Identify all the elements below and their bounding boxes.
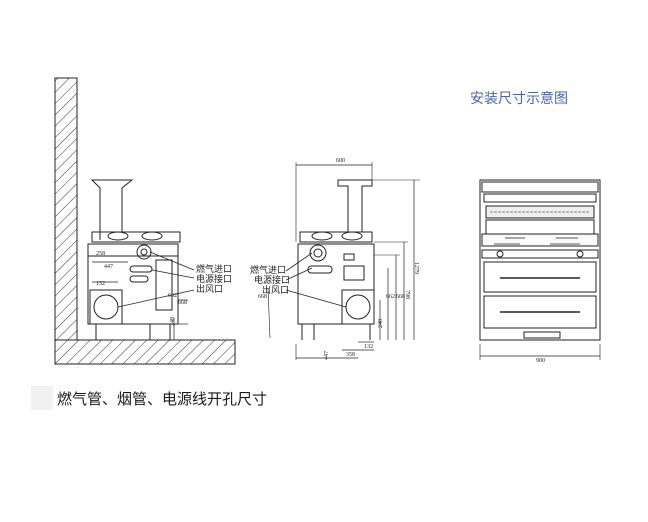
front-elevation-view bbox=[479, 179, 601, 360]
front-dim-447: 447 bbox=[324, 351, 330, 360]
side-label-air-outlet: 出风口 bbox=[196, 283, 223, 295]
side-dim-258: 258 bbox=[96, 251, 105, 257]
front-dim-668-right: 668 bbox=[396, 294, 405, 300]
elevation-dim-900: 900 bbox=[536, 358, 545, 364]
front-dim-248: 248 bbox=[378, 319, 384, 328]
caption: 燃气管、烟管、电源线开孔尺寸 bbox=[57, 390, 268, 408]
air-outlet-box bbox=[89, 289, 123, 325]
side-dim-447: 447 bbox=[104, 264, 113, 270]
front-dim-358: 358 bbox=[346, 352, 355, 358]
side-label-power-port: 电源接口 bbox=[196, 273, 232, 285]
side-section-view bbox=[54, 77, 236, 365]
front-dim-600: 600 bbox=[336, 158, 345, 164]
side-dim-132: 132 bbox=[96, 281, 105, 287]
side-label-gas-inlet: 燃气进口 bbox=[196, 263, 232, 275]
front-dim-132: 132 bbox=[364, 344, 373, 350]
side-dim-662: 662 bbox=[168, 293, 177, 299]
front-label-power-port: 电源接口 bbox=[254, 274, 290, 286]
front-label-air-outlet: 出风口 bbox=[262, 284, 289, 296]
front-dim-798: 798 bbox=[404, 290, 410, 299]
page-title: 安装尺寸示意图 bbox=[470, 91, 568, 107]
cabinet-body bbox=[87, 243, 179, 325]
front-dim-662: 662 bbox=[386, 294, 395, 300]
side-dim-248: 248 bbox=[170, 317, 176, 326]
range-hood bbox=[90, 179, 134, 233]
front-section-view bbox=[267, 162, 420, 360]
floor bbox=[54, 339, 236, 365]
side-dim-668: 668 bbox=[178, 300, 187, 306]
wall bbox=[54, 77, 78, 341]
front-label-gas-inlet: 燃气进口 bbox=[250, 264, 286, 276]
front-dim-1279: 1279 bbox=[413, 262, 419, 274]
front-dim-668-left: 668 bbox=[258, 294, 267, 300]
caption-marker bbox=[31, 386, 53, 410]
